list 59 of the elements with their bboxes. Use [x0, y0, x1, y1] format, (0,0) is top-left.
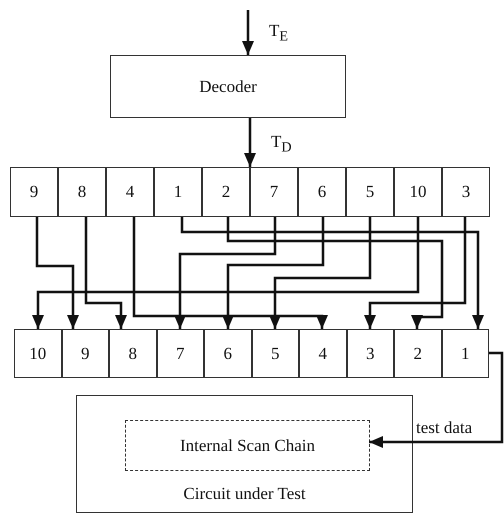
arrow — [132, 217, 328, 329]
cell-number: 4 — [126, 182, 134, 202]
scan-cell — [14, 329, 62, 378]
cell-number: 7 — [270, 182, 278, 202]
scan-cell — [252, 329, 299, 378]
decoder-box — [110, 55, 346, 118]
scan-cell — [204, 329, 252, 378]
cell-number: 5 — [271, 344, 280, 364]
scan-cell — [442, 329, 489, 378]
cell-number: 8 — [128, 344, 137, 364]
cell-number: 10 — [410, 182, 426, 202]
scan-cell — [62, 329, 109, 378]
circuit-box — [76, 395, 413, 513]
cell-number: 2 — [222, 182, 230, 202]
scan-cell — [346, 329, 394, 378]
cell-number: 10 — [29, 344, 46, 364]
arrow — [226, 217, 444, 329]
scan-cell — [156, 329, 204, 378]
scan-cell — [299, 329, 346, 378]
cell-number: 3 — [366, 344, 374, 364]
arrow — [84, 217, 127, 329]
arrow — [242, 10, 254, 55]
register-cell — [10, 167, 58, 217]
cell-number: 6 — [224, 344, 232, 364]
arrow — [364, 217, 466, 329]
register-cell — [298, 167, 346, 217]
register-cell — [154, 167, 202, 217]
arrow — [36, 217, 79, 329]
register-cell — [394, 167, 442, 217]
register-cell — [442, 167, 490, 217]
cell-number: 3 — [462, 182, 470, 202]
arrow — [269, 217, 372, 329]
arrow — [369, 352, 504, 448]
cell-number: 1 — [174, 182, 182, 202]
node-label: Internal Scan Chain — [180, 436, 315, 456]
arrow — [222, 217, 324, 329]
scan-chain-box — [125, 420, 370, 471]
register-cell — [346, 167, 394, 217]
node-label: Decoder — [199, 76, 257, 96]
cell-number: 9 — [81, 344, 90, 364]
node-label: Circuit under Test — [183, 484, 306, 504]
scan-cell — [394, 329, 442, 378]
arrow — [174, 217, 276, 329]
cell-number: 5 — [366, 182, 374, 202]
arrow — [244, 118, 256, 167]
arrow — [180, 217, 484, 329]
scan-cell — [109, 329, 156, 378]
cell-number: 7 — [176, 344, 184, 364]
cell-number: 4 — [318, 344, 327, 364]
cell-number: 1 — [461, 344, 470, 364]
cell-number: 9 — [30, 182, 38, 202]
register-cell — [58, 167, 106, 217]
register-cell — [250, 167, 298, 217]
cell-number: 6 — [318, 182, 326, 202]
cell-number: 2 — [414, 344, 422, 364]
cell-number: 8 — [78, 182, 86, 202]
register-cell — [202, 167, 250, 217]
arrow — [32, 217, 420, 329]
register-cell — [106, 167, 154, 217]
